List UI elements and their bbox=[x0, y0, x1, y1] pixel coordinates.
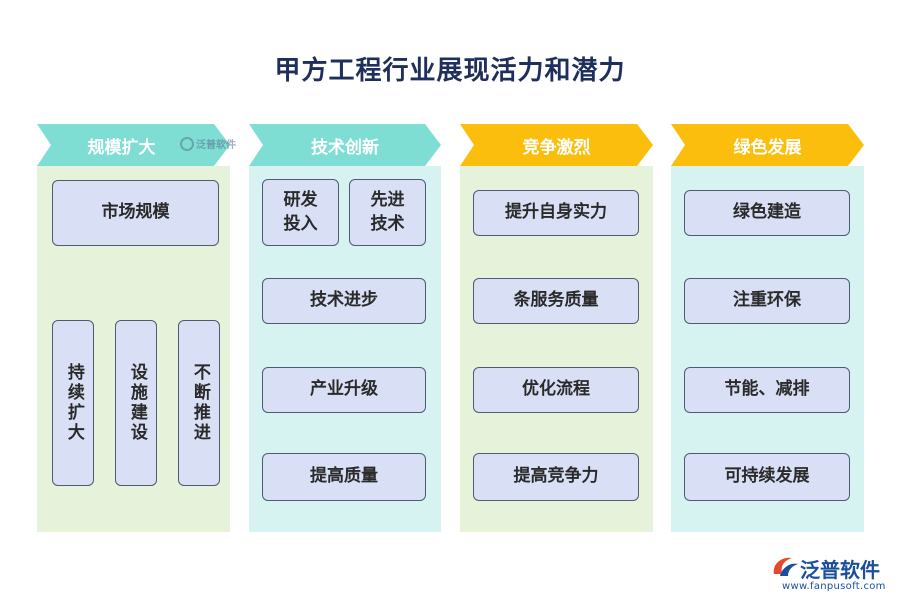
card-service-quality: 条服务质量 bbox=[473, 278, 639, 324]
card-improve-quality: 提高质量 bbox=[262, 453, 426, 501]
card-strengthen-self: 提升自身实力 bbox=[473, 190, 639, 236]
brand-logo: 泛普软件 www.fanpusoft.com bbox=[770, 552, 895, 596]
column-tech-header: 技术创新 bbox=[249, 124, 441, 166]
logo-name: 泛普软件 bbox=[800, 558, 880, 582]
diagram-title: 甲方工程行业展现活力和潜力 bbox=[274, 56, 626, 86]
card-competitiveness: 提高竞争力 bbox=[473, 453, 639, 501]
card-sustainable: 可持续发展 bbox=[684, 453, 850, 501]
card-energy-saving: 节能、减排 bbox=[684, 367, 850, 413]
card-tech-progress: 技术进步 bbox=[262, 278, 426, 324]
card-continuous-expansion: 持续扩大 bbox=[52, 320, 94, 486]
card-rd-investment: 研发投入 bbox=[262, 179, 339, 246]
watermark-text: 泛普软件 bbox=[196, 140, 236, 151]
fanpu-logo-icon bbox=[773, 557, 798, 576]
column-green-header: 绿色发展 bbox=[671, 124, 864, 166]
card-continuous-advance: 不断推进 bbox=[178, 320, 220, 486]
watermark-logo-icon bbox=[180, 136, 194, 151]
card-industry-upgrade: 产业升级 bbox=[262, 367, 426, 413]
card-market-scale: 市场规模 bbox=[52, 180, 219, 246]
card-advanced-tech: 先进技术 bbox=[349, 179, 426, 246]
card-optimize-process: 优化流程 bbox=[473, 367, 639, 413]
card-environmental: 注重环保 bbox=[684, 278, 850, 324]
column-competition-header: 竞争激烈 bbox=[460, 124, 653, 166]
card-facility-construction: 设施建设 bbox=[115, 320, 157, 486]
column-scale-header: 规模扩大 bbox=[37, 124, 230, 166]
header-watermark: 泛普软件 bbox=[180, 136, 236, 151]
logo-url: www.fanpusoft.com bbox=[782, 581, 886, 592]
card-green-building: 绿色建造 bbox=[684, 190, 850, 236]
